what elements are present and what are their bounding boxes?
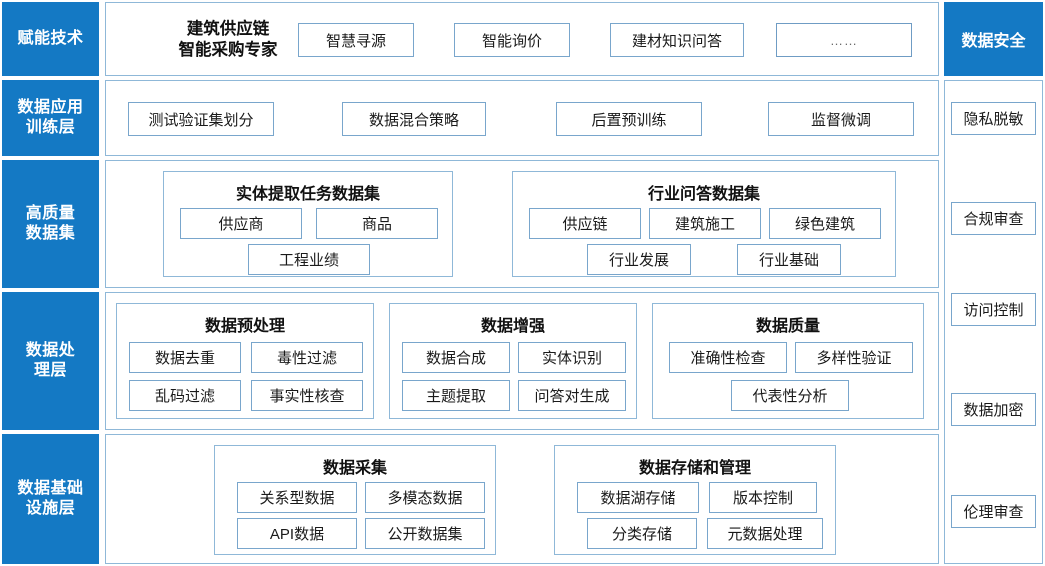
- group-title: 行业问答数据集: [647, 186, 760, 203]
- group-title: 数据质量: [755, 318, 820, 335]
- layer-label-text: 数据基础设施层: [17, 480, 84, 517]
- chip-more-ellipsis[interactable]: ……: [776, 23, 912, 57]
- chip-entity-recognition[interactable]: 实体识别: [518, 342, 626, 373]
- chip-building-construction[interactable]: 建筑施工: [649, 208, 761, 239]
- layer-label-data-application-training: 数据应用训练层: [2, 80, 99, 156]
- chip-metadata-processing[interactable]: 元数据处理: [707, 518, 823, 549]
- chip-material-knowledge-qa[interactable]: 建材知识问答: [610, 23, 744, 57]
- chip-supervised-finetuning[interactable]: 监督微调: [768, 102, 914, 136]
- security-column-header: 数据安全: [944, 2, 1043, 76]
- chip-industry-development[interactable]: 行业发展: [587, 244, 691, 275]
- group-title: 实体提取任务数据集: [235, 186, 380, 203]
- row-enabling-tech: 建筑供应链智能采购专家 智慧寻源 智能询价 建材知识问答 ……: [105, 2, 939, 76]
- security-header-label: 数据安全: [961, 33, 1026, 50]
- chip-tiered-storage[interactable]: 分类存储: [587, 518, 697, 549]
- chip-factuality-check[interactable]: 事实性核查: [251, 380, 363, 411]
- group-title: 数据采集: [322, 460, 387, 477]
- layer-label-text: 赋能技术: [17, 30, 84, 47]
- chip-diversity-validation[interactable]: 多样性验证: [795, 342, 913, 373]
- chip-privacy-desensitization[interactable]: 隐私脱敏: [951, 102, 1036, 135]
- row-high-quality-dataset: 实体提取任务数据集 供应商 商品 工程业绩 行业问答数据集 供应链 建筑施工 绿…: [105, 160, 939, 288]
- group-title: 数据预处理: [204, 318, 285, 335]
- layer-label-data-processing: 数据处理层: [2, 292, 99, 430]
- chip-data-lake-storage[interactable]: 数据湖存储: [577, 482, 699, 513]
- row-data-application-training: 测试验证集划分 数据混合策略 后置预训练 监督微调: [105, 80, 939, 156]
- chip-qa-pair-generation[interactable]: 问答对生成: [518, 380, 626, 411]
- chip-open-dataset[interactable]: 公开数据集: [365, 518, 485, 549]
- chip-industry-fundamentals[interactable]: 行业基础: [737, 244, 841, 275]
- chip-data-synthesis[interactable]: 数据合成: [402, 342, 510, 373]
- chip-data-encryption[interactable]: 数据加密: [951, 393, 1036, 426]
- chip-ethics-review[interactable]: 伦理审查: [951, 495, 1036, 528]
- chip-data-dedup[interactable]: 数据去重: [129, 342, 241, 373]
- group-data-storage-management: 数据存储和管理 数据湖存储 版本控制 分类存储 元数据处理: [554, 445, 836, 555]
- chip-access-control[interactable]: 访问控制: [951, 293, 1036, 326]
- chip-garbled-filter[interactable]: 乱码过滤: [129, 380, 241, 411]
- layer-label-enabling-tech: 赋能技术: [2, 2, 99, 76]
- security-column-panel: 隐私脱敏 合规审查 访问控制 数据加密 伦理审查: [944, 80, 1043, 564]
- group-data-preprocessing: 数据预处理 数据去重 毒性过滤 乱码过滤 事实性核查: [116, 303, 374, 419]
- chip-data-mixing-strategy[interactable]: 数据混合策略: [342, 102, 486, 136]
- group-title: 数据存储和管理: [638, 460, 751, 477]
- layer-label-high-quality-dataset: 高质量数据集: [2, 160, 99, 288]
- chip-representativeness-analysis[interactable]: 代表性分析: [731, 380, 849, 411]
- group-data-collection: 数据采集 关系型数据 多模态数据 API数据 公开数据集: [214, 445, 496, 555]
- layer-label-text: 数据应用训练层: [17, 99, 84, 136]
- group-data-augmentation: 数据增强 数据合成 实体识别 主题提取 问答对生成: [389, 303, 637, 419]
- chip-multimodal-data[interactable]: 多模态数据: [365, 482, 485, 513]
- chip-smart-inquiry[interactable]: 智能询价: [454, 23, 570, 57]
- row-data-processing: 数据预处理 数据去重 毒性过滤 乱码过滤 事实性核查 数据增强 数据合成 实体识…: [105, 292, 939, 430]
- chip-accuracy-check[interactable]: 准确性检查: [669, 342, 787, 373]
- chip-api-data[interactable]: API数据: [237, 518, 357, 549]
- chip-green-building[interactable]: 绿色建筑: [769, 208, 881, 239]
- group-industry-qa-dataset: 行业问答数据集 供应链 建筑施工 绿色建筑 行业发展 行业基础: [512, 171, 896, 277]
- group-entity-extraction-dataset: 实体提取任务数据集 供应商 商品 工程业绩: [163, 171, 453, 277]
- chip-smart-sourcing[interactable]: 智慧寻源: [298, 23, 414, 57]
- chip-supply-chain[interactable]: 供应链: [529, 208, 641, 239]
- layer-label-text: 高质量数据集: [25, 205, 76, 242]
- chip-post-pretraining[interactable]: 后置预训练: [556, 102, 702, 136]
- chip-commodity[interactable]: 商品: [316, 208, 438, 239]
- chip-version-control[interactable]: 版本控制: [709, 482, 817, 513]
- chip-test-validation-split[interactable]: 测试验证集划分: [128, 102, 274, 136]
- chip-project-performance[interactable]: 工程业绩: [248, 244, 370, 275]
- chip-topic-extraction[interactable]: 主题提取: [402, 380, 510, 411]
- chip-relational-data[interactable]: 关系型数据: [237, 482, 357, 513]
- group-data-quality: 数据质量 准确性检查 多样性验证 代表性分析: [652, 303, 924, 419]
- layer-label-data-infrastructure: 数据基础设施层: [2, 434, 99, 564]
- group-title: 数据增强: [480, 318, 545, 335]
- row-data-infrastructure: 数据采集 关系型数据 多模态数据 API数据 公开数据集 数据存储和管理 数据湖…: [105, 434, 939, 564]
- layer-label-text: 数据处理层: [25, 342, 76, 379]
- row1-product-title: 建筑供应链智能采购专家: [178, 19, 278, 59]
- chip-toxicity-filter[interactable]: 毒性过滤: [251, 342, 363, 373]
- chip-supplier[interactable]: 供应商: [180, 208, 302, 239]
- chip-compliance-review[interactable]: 合规审查: [951, 202, 1036, 235]
